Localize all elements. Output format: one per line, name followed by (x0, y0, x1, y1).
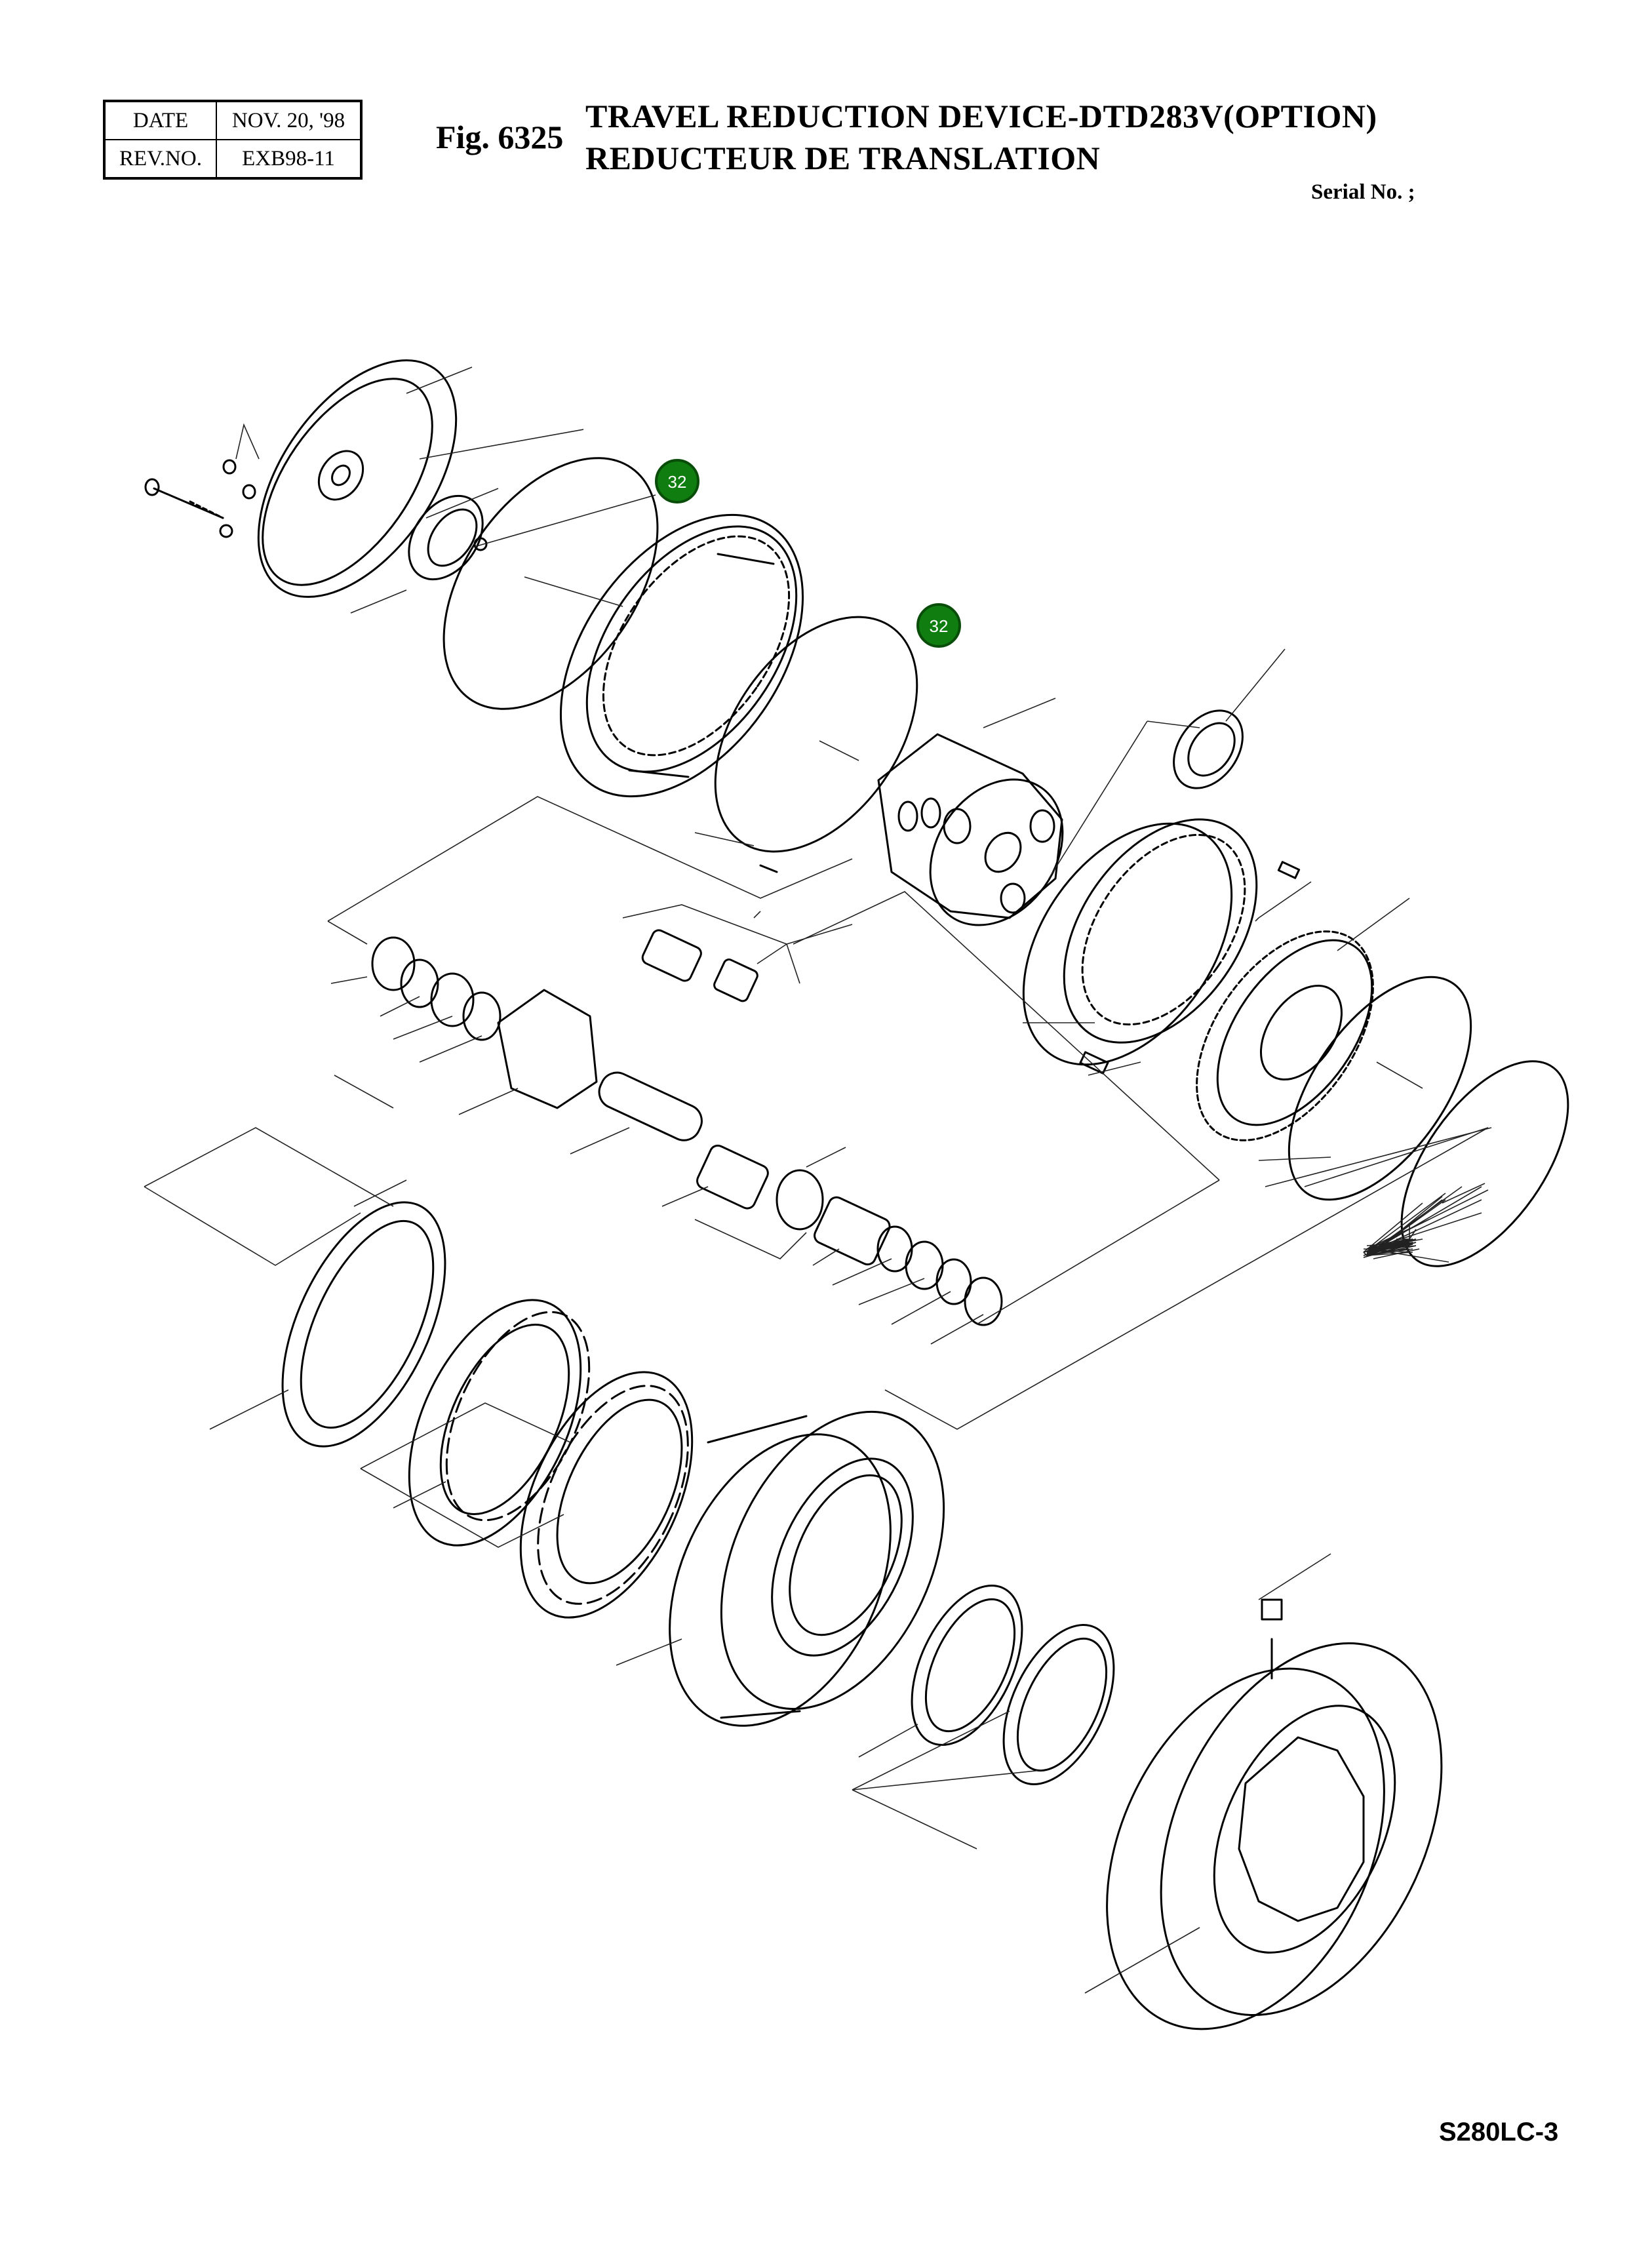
date-label: DATE (104, 100, 217, 140)
callout-32-lower-label: 32 (930, 616, 949, 636)
cover-bolts (144, 423, 260, 538)
leader-lines (144, 366, 1492, 1994)
ring-gear (559, 513, 804, 798)
model-number: S280LC-3 (1439, 2118, 1559, 2146)
thrust-washer-right (1173, 709, 1244, 789)
thrust-plate (281, 1201, 446, 1448)
callout-32-upper-label: 32 (668, 472, 687, 492)
hub (669, 1410, 945, 1727)
planet-carrier (759, 733, 1064, 926)
callout-32-upper[interactable]: 32 (655, 459, 699, 504)
shaft-assembly (371, 929, 1003, 1326)
ring-gear-second (1022, 818, 1258, 1066)
bearing-upper (408, 1299, 591, 1547)
bearing-lower (519, 1371, 694, 1619)
floating-seal (911, 1585, 1115, 1785)
ring-seal (1400, 1060, 1569, 1267)
date-value: NOV. 20, '98 (216, 100, 362, 140)
title-line-1: TRAVEL REDUCTION DEVICE-DTD283V(OPTION) (585, 98, 1377, 134)
rev-label: REV.NO. (104, 139, 217, 179)
o-ring-lower (714, 616, 918, 853)
pin-stud (1079, 1051, 1109, 1075)
serial-number: Serial No. ; (1311, 180, 1415, 204)
figure-number: Fig. 6325 (436, 119, 564, 155)
sun-gear-flange (1196, 930, 1374, 1141)
snap-ring (1288, 976, 1472, 1201)
pin-small (1277, 861, 1301, 879)
title-line-2: REDUCTEUR DE TRANSLATION (585, 140, 1101, 176)
callout-32-lower[interactable]: 32 (916, 603, 961, 648)
rev-value: EXB98-11 (216, 139, 362, 179)
thrust-washer-top (408, 494, 488, 581)
o-ring-upper (442, 457, 659, 710)
revision-table: DATE NOV. 20, '98 REV.NO. EXB98-11 (103, 100, 363, 180)
housing (1106, 1598, 1443, 2030)
